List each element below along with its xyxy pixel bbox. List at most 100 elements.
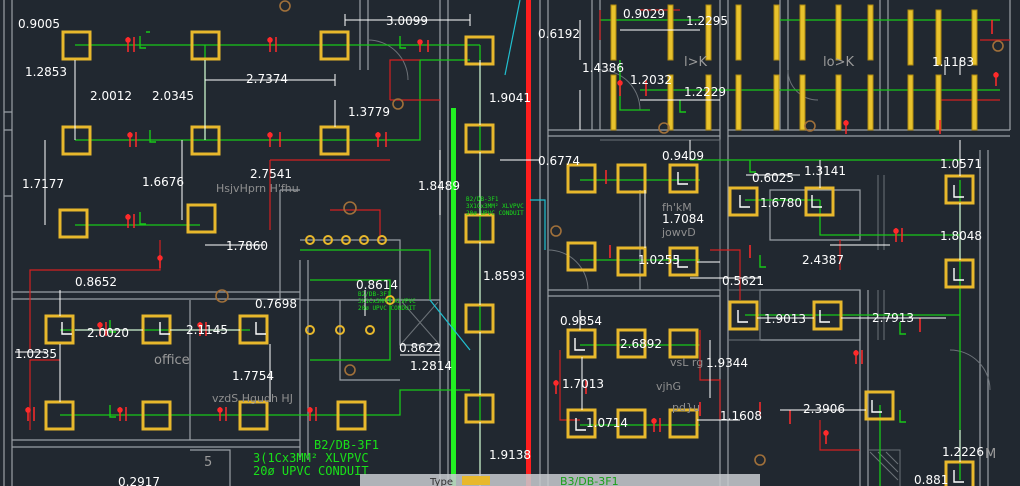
dimension-labels: 0.9005 3.0099 0.6192 0.9029 1.2295 1.285… <box>15 7 984 486</box>
dim-label: 0.6192 <box>538 27 580 41</box>
dim-label: 0.881 <box>914 473 948 486</box>
room-label-office: office <box>154 353 190 368</box>
light-fixture <box>728 300 759 331</box>
tube-fixture <box>705 4 712 61</box>
tube-fixture <box>971 74 978 131</box>
light-fixture <box>668 408 699 439</box>
command-line-bg <box>360 474 760 486</box>
red-wiring <box>29 9 1010 451</box>
circuit-note: 3(1Cx3MM² XLVPVC <box>253 451 369 465</box>
tube-fixture <box>907 9 914 66</box>
light-fixture <box>319 30 350 61</box>
dim-label: 2.6892 <box>620 337 662 351</box>
light-fixtures <box>44 30 975 486</box>
light-fixture <box>58 208 89 239</box>
circuit-note-small: B2/DB-3F1 <box>358 291 391 298</box>
dim-label: 0.9005 <box>18 17 60 31</box>
dim-label: 1.7177 <box>22 177 64 191</box>
ceiling-fans <box>215 0 1004 466</box>
dim-label: 1.2226 <box>942 445 984 459</box>
room-label: vzdS Hgudh HJ <box>212 392 293 405</box>
circuit-note: B2/DB-3F1 <box>314 438 379 452</box>
dim-label: 0.8614 <box>356 278 398 292</box>
tube-fixture <box>799 74 806 131</box>
room-label: l>K <box>684 55 708 70</box>
dim-label: 2.1145 <box>186 323 228 337</box>
tube-fixture <box>773 4 780 61</box>
tube-fixture <box>735 74 742 131</box>
dim-label: 0.8622 <box>399 341 441 355</box>
light-fixture <box>141 400 172 431</box>
dim-label: 1.7754 <box>232 369 274 383</box>
tube-fixture <box>799 4 806 61</box>
tube-fixture <box>867 74 874 131</box>
tube-fixture <box>835 4 842 61</box>
room-label: fh'kM <box>662 201 692 214</box>
dim-label: 0.5621 <box>722 274 764 288</box>
room-labels: HsjvHprn H'fhu office vzdS Hgudh HJ fh'k… <box>154 55 996 470</box>
tube-fixture <box>667 74 674 131</box>
dim-label: 1.9344 <box>706 356 748 370</box>
dim-label: 1.9138 <box>489 448 531 462</box>
dimension-lines <box>15 14 961 486</box>
room-label: HsjvHprn H'fhu <box>216 182 299 195</box>
dim-label: 0.8652 <box>75 275 117 289</box>
room-label: jowvD <box>661 226 696 239</box>
tube-fixture <box>907 74 914 131</box>
dim-label: 1.2295 <box>686 14 728 28</box>
light-fixture <box>336 400 367 431</box>
dim-label: 2.3906 <box>803 402 845 416</box>
dim-label: 1.0235 <box>15 347 57 361</box>
dim-label: 1.8593 <box>483 269 525 283</box>
dim-label: 1.1608 <box>720 409 762 423</box>
dim-label: 1.1183 <box>932 55 974 69</box>
fixture-markers <box>61 172 964 483</box>
dim-label: 0.9409 <box>662 149 704 163</box>
command-prompt-label: Type <box>429 477 453 486</box>
light-fixture <box>668 328 699 359</box>
dim-label: 0.9854 <box>560 314 602 328</box>
dim-label: 0.9029 <box>623 7 665 21</box>
light-fixture <box>61 125 92 156</box>
tube-fixture <box>971 9 978 66</box>
dim-label: 1.6780 <box>760 196 802 210</box>
dim-label: 1.4386 <box>582 61 624 75</box>
circuit-note-small: 20ø UPVC CONDUIT <box>358 305 416 312</box>
dim-label: 1.2032 <box>630 73 672 87</box>
room-label: 5 <box>204 455 212 470</box>
tube-fixture <box>610 74 617 131</box>
downlights <box>305 235 395 335</box>
tube-fixture <box>610 4 617 61</box>
dim-label: 2.7374 <box>246 72 288 86</box>
circuit-note: B3/DB-3F1 <box>560 475 619 486</box>
dim-label: 2.4387 <box>802 253 844 267</box>
command-line-strip[interactable]: 0.2917 Type B3/DB-3F1 <box>118 474 760 486</box>
circuit-note: 20ø UPVC CONDUIT <box>253 464 369 478</box>
dim-label: 0.7698 <box>255 297 297 311</box>
dim-label: 0.6025 <box>752 171 794 185</box>
tube-fixtures <box>610 4 978 131</box>
dim-label: 1.8048 <box>940 229 982 243</box>
room-label: vsL rg <box>670 356 703 369</box>
dim-label: 2.7541 <box>250 167 292 181</box>
light-fixture <box>616 246 647 277</box>
cyan-leader <box>504 0 521 76</box>
tube-fixture <box>705 74 712 131</box>
room-label: vjhG <box>656 380 681 393</box>
room-label: pd}u <box>672 401 700 414</box>
dim-label: 1.6676 <box>142 175 184 189</box>
dim-label: 3.0099 <box>386 14 428 28</box>
red-busbar <box>526 0 531 486</box>
light-fixture <box>616 163 647 194</box>
dim-label: 1.7013 <box>562 377 604 391</box>
tube-fixture <box>735 4 742 61</box>
dim-label: 2.0020 <box>87 326 129 340</box>
command-input-highlight <box>462 476 490 485</box>
green-switch-markers <box>109 31 906 423</box>
light-fixture <box>616 408 647 439</box>
dim-label: 1.9041 <box>489 91 531 105</box>
light-fixture <box>812 300 843 331</box>
light-fixture <box>61 30 92 61</box>
dim-label: 1.7860 <box>226 239 268 253</box>
